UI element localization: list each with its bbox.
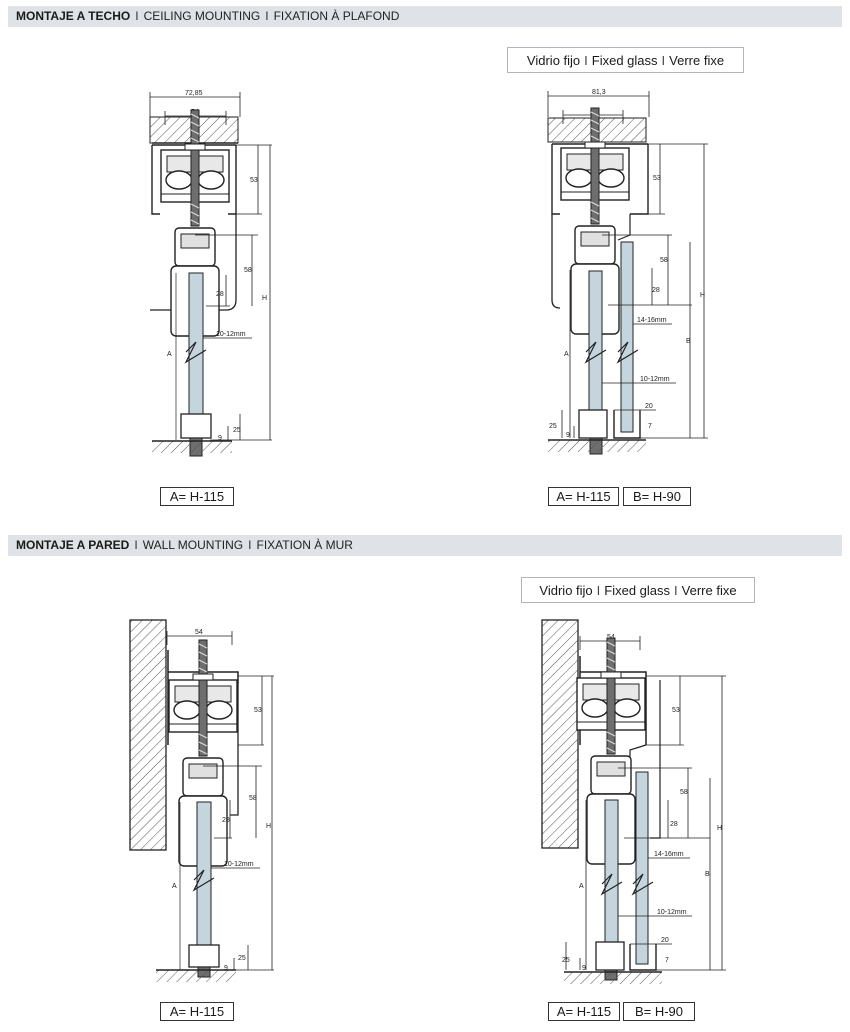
dim-glass-thickness: 10-12mm	[657, 909, 687, 916]
dim-a: A	[167, 351, 172, 358]
dim-floor-guide: 25	[238, 955, 246, 962]
section-title-fr: FIXATION À PLAFOND	[273, 9, 400, 23]
dim-carriage-height: 58	[244, 267, 252, 274]
section-title-en: WALL MOUNTING	[142, 538, 244, 552]
dim-glass-thickness: 10-12mm	[224, 861, 254, 868]
dim-b: B	[686, 338, 691, 345]
dim-width: 81,3	[592, 89, 606, 96]
wall-single-drawing: 54 53 58 28 H 25 9 10-12mm A	[129, 619, 274, 982]
dim-glass-thickness: 10-12mm	[216, 331, 246, 338]
dim-a: A	[579, 883, 584, 890]
dim-width: 72,85	[185, 90, 203, 97]
dim-floor-guide: 25	[562, 957, 570, 964]
dim-floor-gap: 9	[224, 965, 228, 972]
dim-fixed-gap: 7	[648, 423, 652, 430]
dim-floor-gap: 9	[566, 432, 570, 439]
dim-clamp-height: 28	[216, 291, 224, 298]
dim-floor-guide: 25	[549, 423, 557, 430]
formula-b: B= H-90	[623, 487, 691, 506]
dim-clamp-height: 28	[652, 287, 660, 294]
dim-floor-gap: 9	[218, 435, 222, 442]
ceiling-single-drawing: 72,85 54 53 58 28 H 25 9 10-12mm A	[149, 90, 272, 457]
section-title-fr: FIXATION À MUR	[256, 538, 353, 552]
dim-a: A	[564, 351, 569, 358]
dim-fixed-channel: 20	[661, 937, 669, 944]
dim-glass-thickness: 10-12mm	[640, 376, 670, 383]
formula-b: B= H-90	[623, 1002, 695, 1021]
dim-floor-guide: 25	[233, 427, 241, 434]
dim-clamp-height: 28	[222, 817, 230, 824]
dim-h: H	[717, 825, 722, 832]
dim-clamp-height: 28	[670, 821, 678, 828]
section-title-es: MONTAJE A PARED	[16, 538, 130, 552]
dim-fixed-channel: 20	[645, 403, 653, 410]
dim-h: H	[700, 292, 705, 299]
formula-a: A= H-115	[160, 1002, 234, 1021]
dim-carriage-height: 58	[680, 789, 688, 796]
formula-a: A= H-115	[548, 1002, 620, 1021]
formula-a: A= H-115	[548, 487, 619, 506]
section-title-en: CEILING MOUNTING	[143, 9, 261, 23]
wall-double-drawing: 54 53 58 28 H B A 14-16mm 10-12mm 20 25 …	[541, 619, 726, 984]
dim-track-height: 53	[250, 177, 258, 184]
dim-track-height: 53	[672, 707, 680, 714]
dim-h: H	[262, 295, 267, 302]
dim-track-height: 53	[254, 707, 262, 714]
dim-track-height: 53	[653, 175, 661, 182]
dim-glass-thickness-fixed: 14-16mm	[654, 851, 684, 858]
dim-h: H	[266, 823, 271, 830]
dim-profile-width: 54	[195, 629, 203, 636]
section-title-es: MONTAJE A TECHO	[16, 9, 131, 23]
dim-carriage-height: 58	[249, 795, 257, 802]
dim-glass-thickness-fixed: 14-16mm	[637, 317, 667, 324]
dim-floor-gap: 9	[582, 965, 586, 972]
dim-fixed-gap: 7	[665, 957, 669, 964]
ceiling-double-drawing: 81,3 54 53 58 28 H B A 14-16mm 10-12mm 2…	[547, 89, 708, 455]
dim-b: B	[705, 871, 710, 878]
dim-carriage-height: 58	[660, 257, 668, 264]
formula-a: A= H-115	[160, 487, 234, 506]
dim-a: A	[172, 883, 177, 890]
